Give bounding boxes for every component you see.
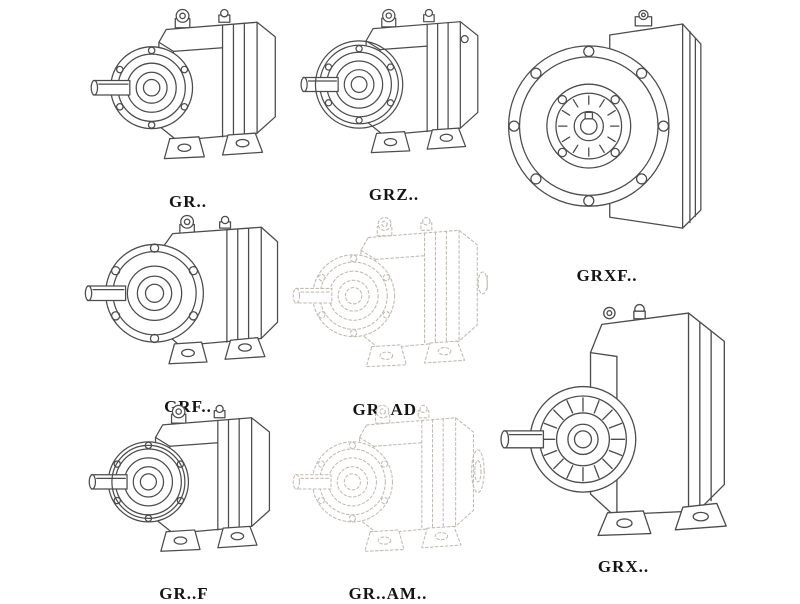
figure-grx: GRX.. [496, 298, 751, 577]
gearbox-drawing-grx [496, 298, 751, 543]
model-label-grxf: GRXF.. [576, 266, 638, 285]
model-label-gr-f: GR..F [159, 584, 209, 603]
figure-grz: GRZ.. [298, 4, 490, 205]
model-label-grz: GRZ.. [368, 185, 420, 204]
gearbox-drawing-grxf [502, 4, 712, 250]
figure-gr-f: GR..F [86, 400, 282, 604]
figure-grf: GRF.. [84, 210, 292, 417]
figure-grxf: GRXF.. [502, 4, 712, 286]
model-label-gr-ad: GR..AD.. [352, 400, 428, 419]
gearbox-drawing-gr-ad [290, 212, 488, 394]
figure-gr-am: GR..AM.. [290, 400, 486, 604]
gearbox-drawing-grz [298, 4, 490, 179]
gearbox-drawing-gr-f [86, 400, 282, 578]
model-label-gr: GR.. [169, 192, 207, 211]
figure-gr-ad: GR..AD.. [290, 212, 490, 420]
model-label-grx: GRX.. [597, 557, 650, 576]
model-label-gr-am: GR..AM.. [348, 584, 428, 603]
figure-gr: GR.. [88, 4, 288, 212]
gearbox-drawing-gr [88, 4, 288, 186]
gearbox-drawing-grf [84, 210, 292, 391]
gearbox-drawing-gr-am [290, 400, 485, 578]
